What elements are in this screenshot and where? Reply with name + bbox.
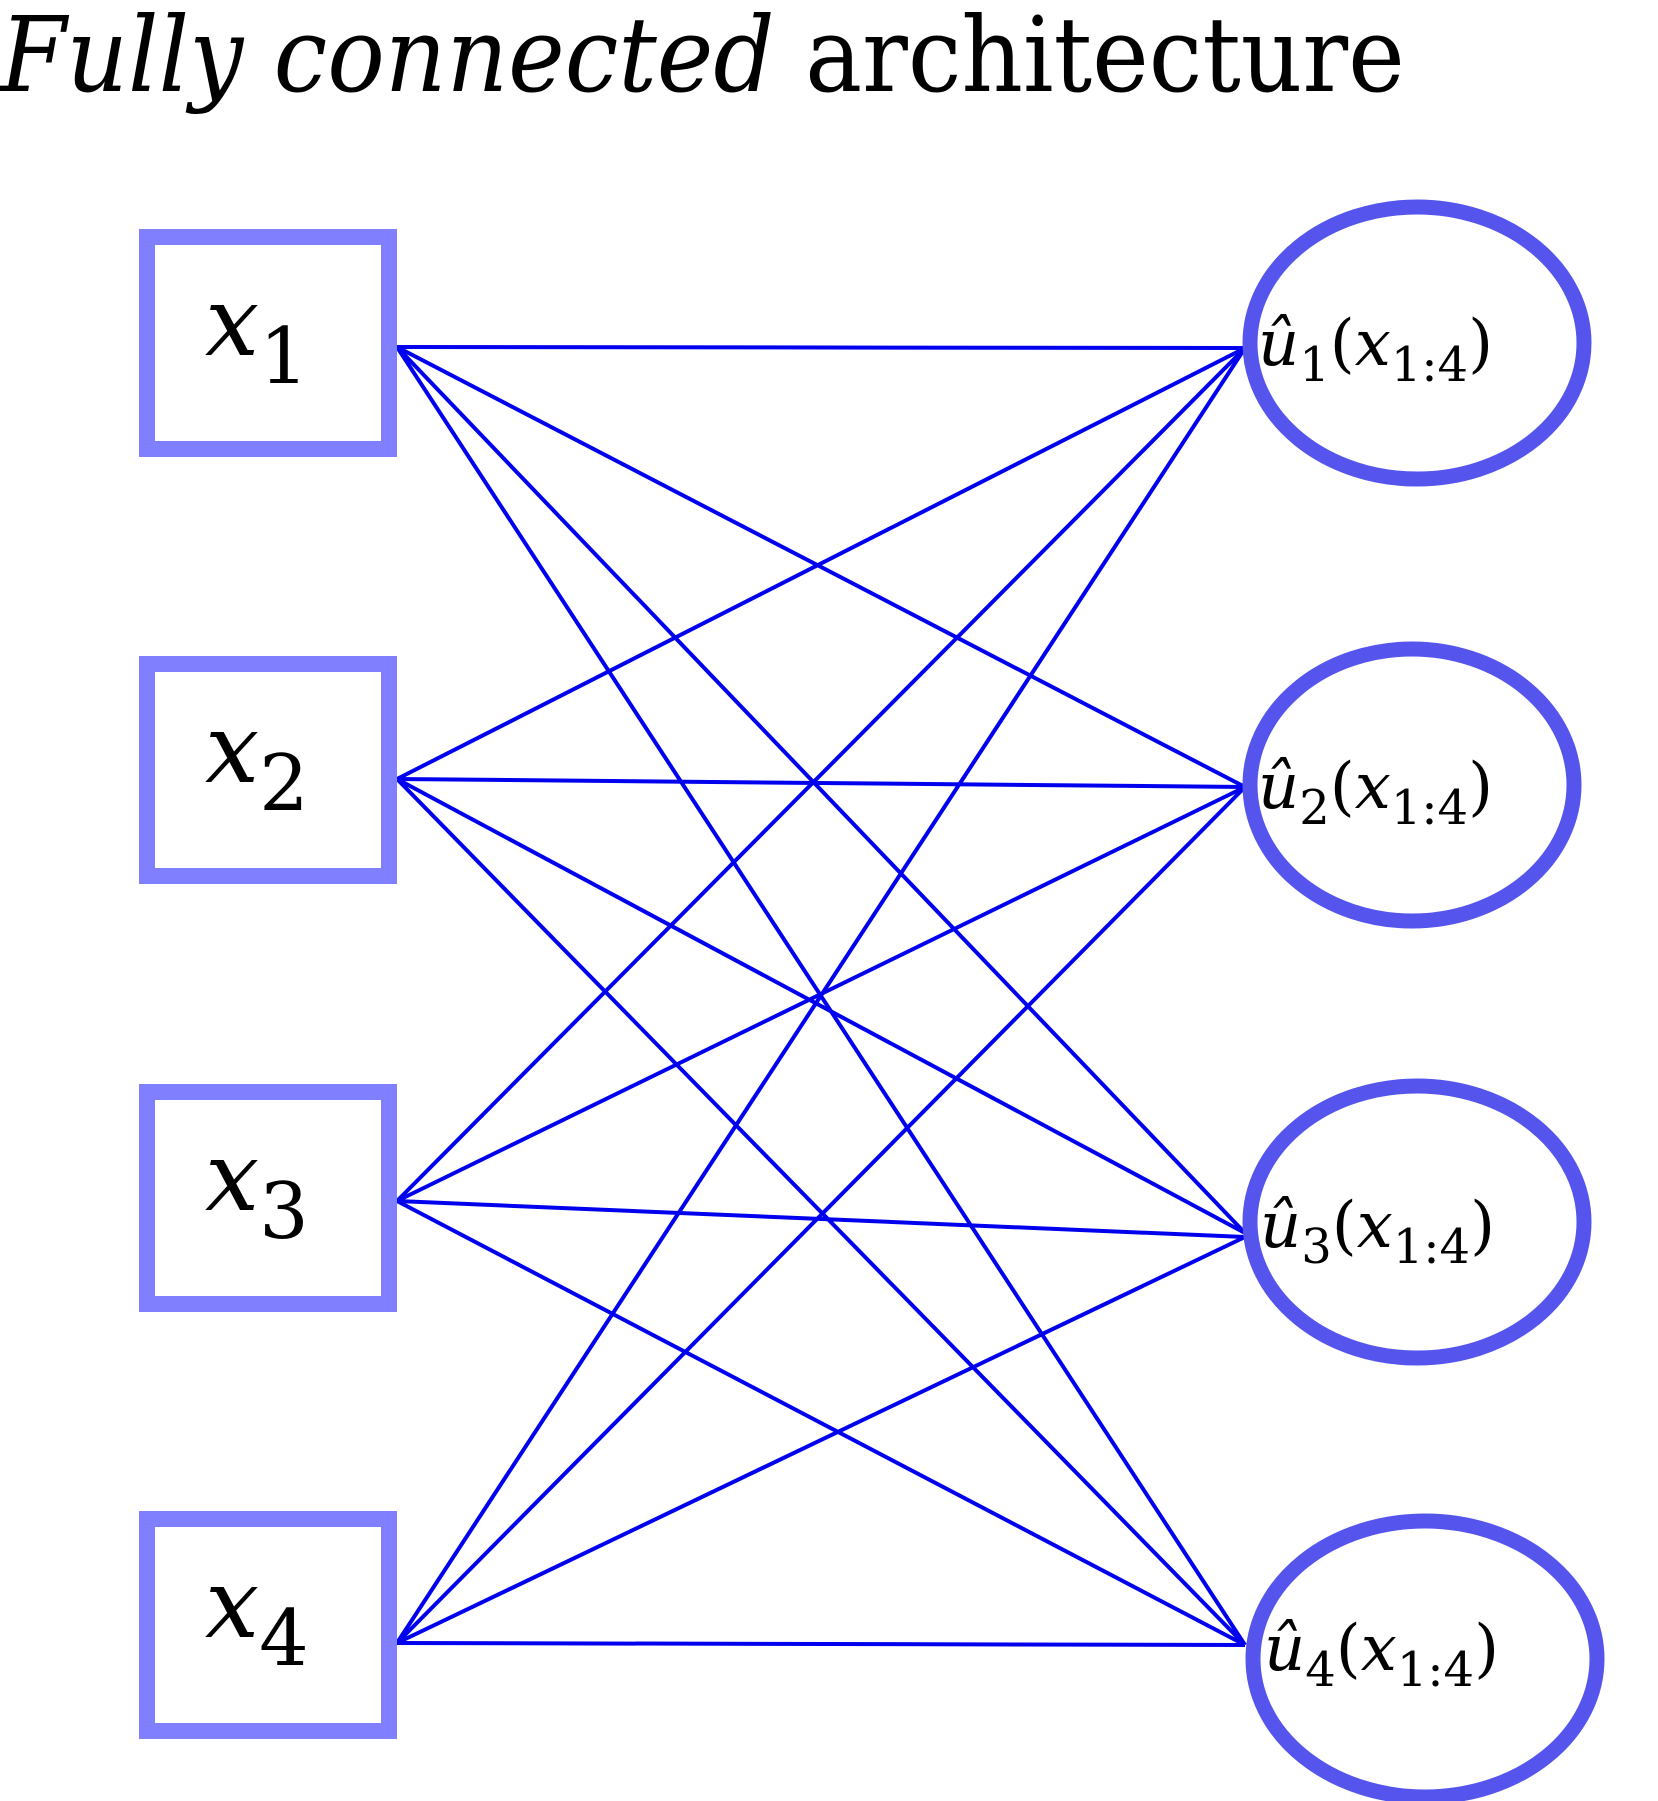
diagram-title: Fully connected architecture [0, 0, 1525, 120]
edge-x4-u4 [396, 1641, 1246, 1647]
svg-text:x3: x3 [205, 1121, 309, 1257]
edges [395, 345, 1247, 1647]
input-node-x1: x1 [139, 229, 397, 457]
input-var: x [205, 1548, 259, 1660]
edge-x4-u2 [395, 785, 1247, 1645]
svg-text:û2(x1:4): û2(x1:4) [1258, 750, 1493, 836]
svg-text:x2: x2 [205, 693, 309, 829]
input-sub: 3 [259, 1167, 309, 1257]
input-sub: 1 [259, 312, 309, 402]
edge-x3-u4 [396, 1199, 1246, 1647]
output-node-u4: û4(x1:4) [1245, 1513, 1605, 1801]
title-italic: Fully connected [0, 0, 775, 116]
output-node-u3: û3(x1:4) [1242, 1078, 1592, 1366]
edge-x2-u3 [396, 777, 1246, 1235]
edge-x1-u2 [396, 345, 1246, 789]
input-node-x3: x3 [139, 1084, 397, 1312]
input-nodes: x1 x2 x3 x4 [139, 229, 397, 1739]
input-sub: 4 [259, 1594, 309, 1684]
input-var: x [205, 1121, 259, 1233]
edge-x1-u1 [396, 345, 1246, 350]
edge-x2-u4 [395, 777, 1247, 1647]
edge-x2-u2 [396, 777, 1246, 789]
input-var: x [205, 266, 259, 378]
edge-x2-u1 [396, 346, 1246, 781]
input-node-x4: x4 [139, 1511, 397, 1739]
edge-x3-u1 [395, 346, 1247, 1203]
title-roman: architecture [774, 0, 1405, 116]
edge-x1-u3 [395, 345, 1247, 1235]
input-sub: 2 [259, 739, 309, 829]
svg-text:û1(x1:4): û1(x1:4) [1258, 307, 1493, 393]
edge-x4-u1 [395, 346, 1247, 1645]
svg-text:û4(x1:4): û4(x1:4) [1264, 1612, 1499, 1698]
svg-text:x4: x4 [205, 1548, 309, 1684]
output-node-u1: û1(x1:4) [1242, 199, 1592, 487]
edge-x3-u3 [396, 1199, 1246, 1239]
edge-x4-u3 [396, 1235, 1246, 1645]
output-nodes: û1(x1:4) û2(x1:4) û3(x1:4) û4(x1:4) [1242, 199, 1605, 1801]
input-node-x2: x2 [139, 656, 397, 884]
input-var: x [205, 693, 259, 805]
svg-text:x1: x1 [205, 266, 309, 402]
svg-text:û3(x1:4): û3(x1:4) [1260, 1189, 1495, 1275]
output-node-u2: û2(x1:4) [1242, 641, 1582, 929]
